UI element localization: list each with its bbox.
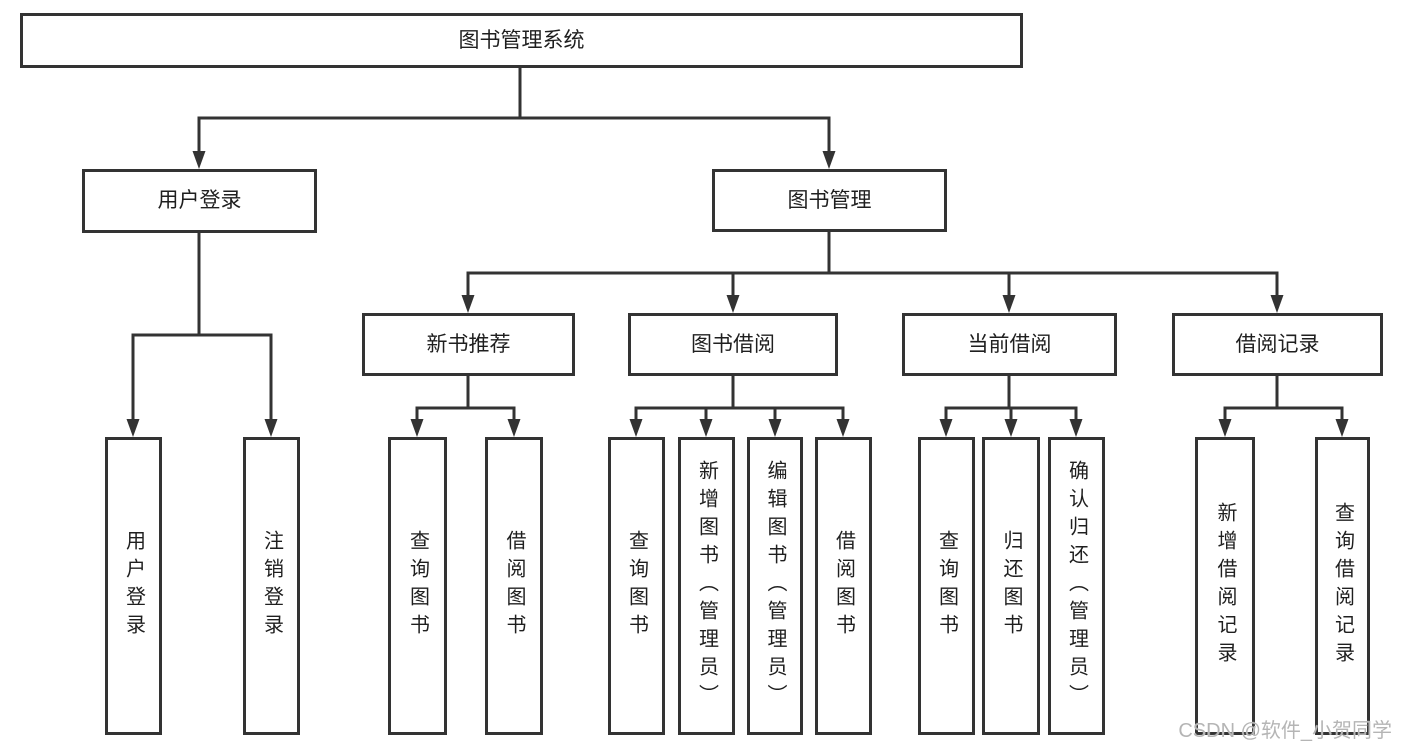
node-user-login: 用户登录 (82, 169, 317, 233)
connector-new-book-branch (410, 376, 521, 437)
leaf-query-books-current: 查询图书 (918, 437, 975, 735)
connector-borrow-records-branch (1218, 376, 1349, 437)
node-borrowing-records: 借阅记录 (1172, 313, 1383, 376)
connector-root-to-level1 (192, 68, 836, 169)
connector-book-management-branch (461, 232, 1284, 313)
node-book-management: 图书管理 (712, 169, 947, 232)
leaf-return-books: 归还图书 (982, 437, 1040, 735)
connector-current-borrow-branch (939, 376, 1083, 437)
node-new-book-recommendation: 新书推荐 (362, 313, 575, 376)
connector-book-borrow-branch (629, 376, 850, 437)
leaf-add-borrow-record: 新增借阅记录 (1195, 437, 1255, 735)
node-library-management-system: 图书管理系统 (20, 13, 1023, 68)
leaf-add-books-admin: 新增图书（管理员） (678, 437, 735, 735)
leaf-borrow-books: 借阅图书 (815, 437, 872, 735)
leaf-borrow-books-recommend: 借阅图书 (485, 437, 543, 735)
connector-user-login-branch (126, 233, 278, 437)
csdn-watermark: CSDN @软件_小贺同学 (1178, 720, 1392, 742)
leaf-user-login: 用户登录 (105, 437, 162, 735)
leaf-logout: 注销登录 (243, 437, 300, 735)
leaf-query-borrow-record: 查询借阅记录 (1315, 437, 1370, 735)
leaf-query-books-borrow: 查询图书 (608, 437, 665, 735)
leaf-edit-books-admin: 编辑图书（管理员） (747, 437, 803, 735)
node-current-borrowing: 当前借阅 (902, 313, 1117, 376)
leaf-query-books-recommend: 查询图书 (388, 437, 447, 735)
leaf-confirm-return-admin: 确认归还（管理员） (1048, 437, 1105, 735)
node-book-borrowing: 图书借阅 (628, 313, 838, 376)
